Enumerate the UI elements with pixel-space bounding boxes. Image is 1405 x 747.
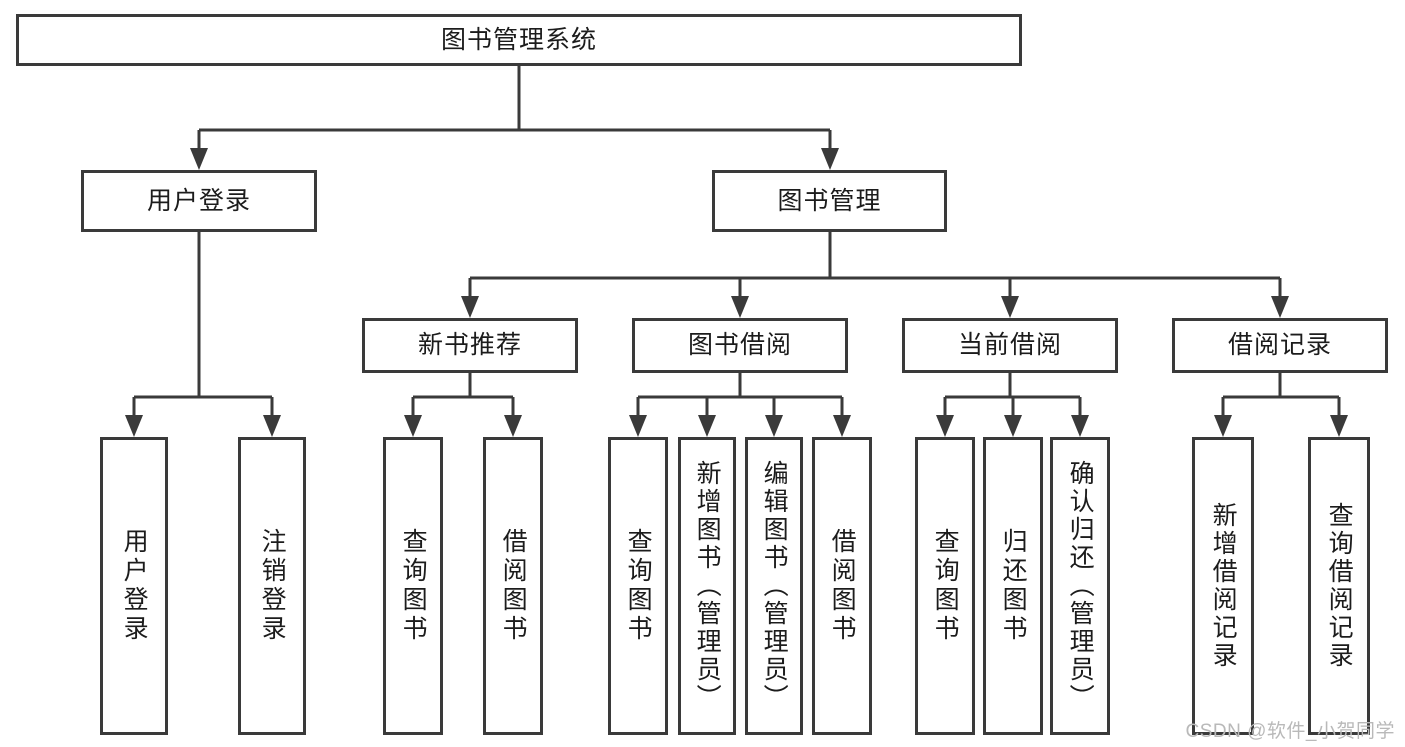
node-l-bw-add[interactable]: 新增图书（管理员） bbox=[678, 437, 736, 735]
node-l-rc-add[interactable]: 新增借阅记录 bbox=[1192, 437, 1254, 735]
node-l-nb-query[interactable]: 查询图书 bbox=[383, 437, 443, 735]
node-borrow[interactable]: 图书借阅 bbox=[632, 318, 848, 373]
node-label: 查询图书 bbox=[399, 528, 428, 644]
node-label: 图书管理 bbox=[777, 186, 882, 215]
node-l-logout[interactable]: 注销登录 bbox=[238, 437, 306, 735]
node-l-rc-query[interactable]: 查询借阅记录 bbox=[1308, 437, 1370, 735]
node-records[interactable]: 借阅记录 bbox=[1172, 318, 1388, 373]
node-label: 新增图书（管理员） bbox=[693, 460, 722, 712]
node-label: 图书管理系统 bbox=[440, 25, 597, 54]
node-l-cu-return[interactable]: 归还图书 bbox=[983, 437, 1043, 735]
node-login[interactable]: 用户登录 bbox=[81, 170, 317, 232]
node-l-bw-query[interactable]: 查询图书 bbox=[608, 437, 668, 735]
node-newbook[interactable]: 新书推荐 bbox=[362, 318, 578, 373]
node-label: 借阅图书 bbox=[499, 528, 528, 644]
node-l-cu-query[interactable]: 查询图书 bbox=[915, 437, 975, 735]
node-l-nb-borrow[interactable]: 借阅图书 bbox=[483, 437, 543, 735]
node-label: 图书借阅 bbox=[687, 331, 792, 360]
node-bookmgmt[interactable]: 图书管理 bbox=[712, 170, 947, 232]
node-l-cu-ok[interactable]: 确认归还（管理员） bbox=[1050, 437, 1110, 735]
node-label: 借阅记录 bbox=[1227, 331, 1332, 360]
node-label: 新书推荐 bbox=[417, 331, 522, 360]
node-l-bw-lend[interactable]: 借阅图书 bbox=[812, 437, 872, 735]
node-label: 确认归还（管理员） bbox=[1066, 460, 1095, 712]
node-label: 新增借阅记录 bbox=[1209, 502, 1238, 670]
node-l-login[interactable]: 用户登录 bbox=[100, 437, 168, 735]
node-label: 编辑图书（管理员） bbox=[760, 460, 789, 712]
node-label: 查询图书 bbox=[931, 528, 960, 644]
node-current[interactable]: 当前借阅 bbox=[902, 318, 1118, 373]
node-label: 归还图书 bbox=[999, 528, 1028, 644]
node-root[interactable]: 图书管理系统 bbox=[16, 14, 1022, 66]
node-l-bw-edit[interactable]: 编辑图书（管理员） bbox=[745, 437, 803, 735]
node-label: 用户登录 bbox=[146, 186, 251, 215]
node-label: 查询借阅记录 bbox=[1325, 502, 1354, 670]
node-label: 查询图书 bbox=[624, 528, 653, 644]
node-label: 借阅图书 bbox=[828, 528, 857, 644]
node-label: 用户登录 bbox=[120, 528, 149, 644]
node-label: 当前借阅 bbox=[957, 331, 1062, 360]
node-label: 注销登录 bbox=[258, 528, 287, 644]
